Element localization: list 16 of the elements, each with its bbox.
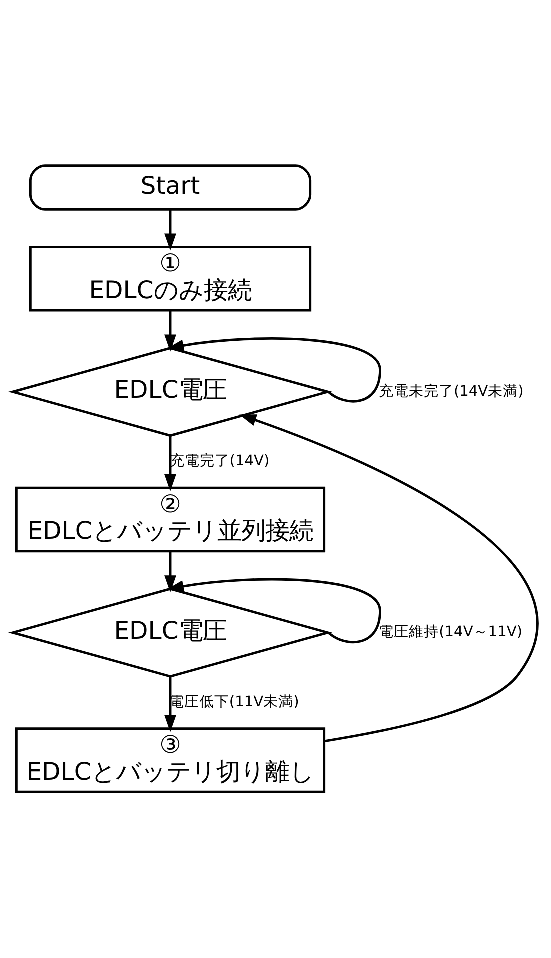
arrow	[164, 676, 176, 732]
node-diamond: EDLC電圧	[8, 588, 333, 678]
arrow	[240, 414, 539, 743]
node-box: ① EDLCのみ接続	[29, 246, 312, 312]
node-box: ② EDLCとバッテリ並列接続	[15, 486, 326, 553]
edge-label: 充電完了(14V)	[170, 452, 270, 470]
edge-label: 充電未完了(14V未満)	[378, 382, 524, 400]
edge-label: 電圧低下(11V未満)	[169, 694, 300, 711]
arrow	[164, 552, 176, 593]
node-box: ③ EDLCとバッテリ切り離し	[15, 728, 326, 794]
node-box: Start	[29, 164, 312, 211]
edge-label: 電圧維持(14V～11V)	[379, 624, 523, 641]
arrow	[164, 311, 176, 352]
arrow	[164, 436, 176, 492]
node-diamond: EDLC電圧	[8, 347, 333, 438]
arrow	[164, 210, 176, 251]
